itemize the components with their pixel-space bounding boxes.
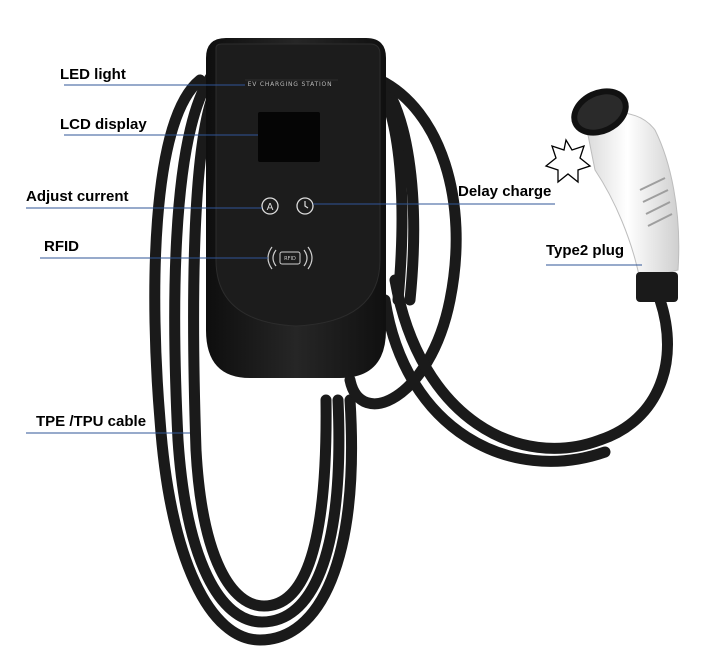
plug-strain-relief (636, 272, 678, 302)
panel-text: EV CHARGING STATION (248, 81, 333, 88)
charger-body: EV CHARGING STATION (206, 38, 386, 378)
label-tpe-tpu-cable: TPE /TPU cable (36, 413, 147, 430)
delay-charge-button (296, 197, 314, 215)
rfid-card-text: RFID (284, 256, 296, 262)
cable-to-plug (389, 274, 673, 454)
plug-grip-ridges (639, 177, 673, 227)
label-delay-charge: Delay charge (458, 183, 552, 200)
cable-loop-middle (169, 72, 345, 628)
plug-handle (584, 112, 680, 281)
rfid-card-icon (279, 251, 301, 265)
plug-head-rim (577, 94, 623, 130)
cable-loop-right (344, 74, 462, 410)
lcd-screen (258, 112, 320, 162)
label-rfid: RFID (44, 238, 79, 255)
a-circle-icon (261, 197, 279, 215)
spark-icon (544, 138, 592, 184)
label-lcd-display: LCD display (60, 116, 147, 133)
adjust-current-button: A (261, 197, 279, 215)
cable-to-plug-2 (379, 294, 611, 467)
label-type2-plug: Type2 plug (546, 242, 625, 259)
type2-plug (544, 88, 680, 302)
leader-lines (26, 84, 642, 434)
rfid-reader: RFID (267, 246, 313, 270)
label-adjust-current: Adjust current (26, 188, 129, 205)
cable-loop-outer (149, 74, 358, 646)
clock-icon (296, 197, 314, 215)
label-led-light: LED light (60, 66, 126, 83)
cable-coil (149, 58, 673, 646)
front-cover (215, 43, 381, 327)
cable-loop-inner (188, 84, 332, 612)
adjust-button-glyph: A (267, 202, 274, 213)
